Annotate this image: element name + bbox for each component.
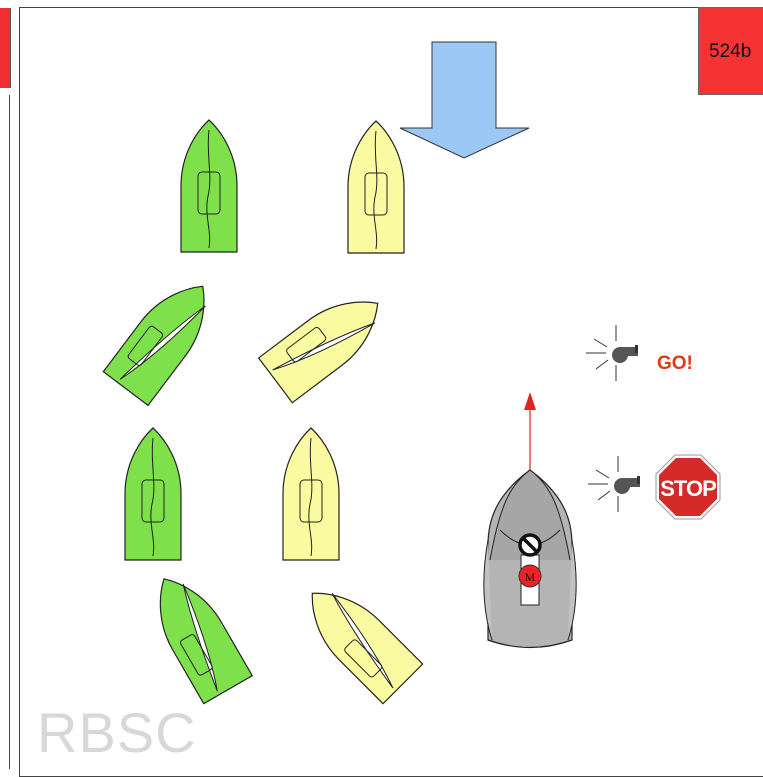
stop-label: STOP xyxy=(660,476,716,501)
green-boat-1 xyxy=(180,119,238,253)
side-tab xyxy=(0,8,11,88)
yellow-boat-3 xyxy=(282,427,340,561)
diagram-badge: 524b xyxy=(698,7,763,95)
committee-boat: M xyxy=(483,392,577,649)
green-boat-4 xyxy=(139,564,253,705)
side-divider xyxy=(9,95,10,769)
wind-arrow-icon xyxy=(399,41,530,159)
whistle-icon xyxy=(586,325,638,381)
mark-letter: M xyxy=(525,570,536,584)
yellow-boat-1 xyxy=(347,120,405,254)
course-arrow-head xyxy=(524,392,536,410)
no-entry-icon xyxy=(518,533,542,557)
mark-circle xyxy=(518,564,542,588)
yellow-boat-4 xyxy=(291,572,424,705)
stop-sign-icon: STOP xyxy=(655,454,721,520)
green-boat-3 xyxy=(124,427,182,561)
yellow-boat-2 xyxy=(258,280,396,404)
watermark: RBSC xyxy=(37,701,197,764)
green-boat-2 xyxy=(102,268,226,406)
go-label: GO! xyxy=(657,353,693,374)
whistle-icon xyxy=(588,456,640,512)
